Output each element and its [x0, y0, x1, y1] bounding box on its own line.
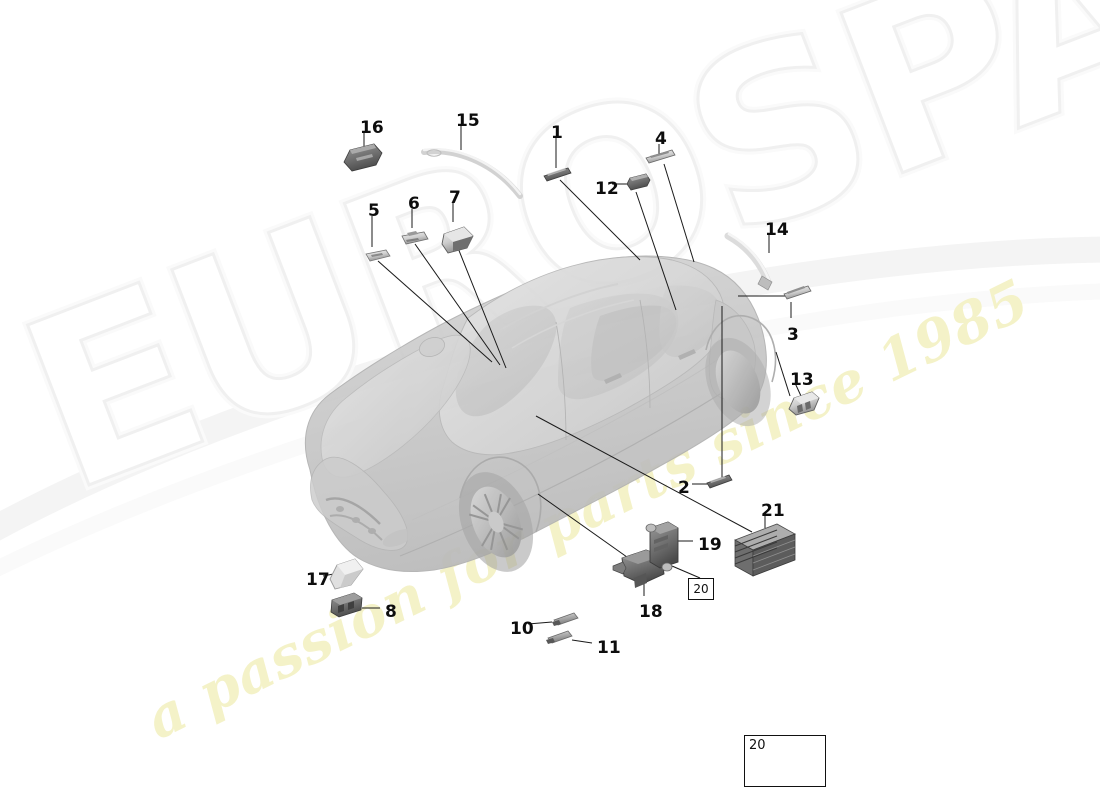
callout-17[interactable]: 17 [306, 570, 330, 590]
part-13-glyph [788, 391, 820, 416]
part-3-glyph [783, 285, 812, 300]
front-wheel [458, 472, 534, 572]
part-19-glyph [645, 521, 679, 572]
callout-5[interactable]: 5 [368, 201, 380, 221]
part-4-glyph [645, 149, 676, 164]
part-6-glyph [401, 231, 429, 245]
callout-19[interactable]: 19 [698, 535, 722, 555]
callout-8[interactable]: 8 [385, 602, 397, 622]
callout-12[interactable]: 12 [595, 179, 619, 199]
part-10-glyph [552, 612, 579, 626]
callout-7[interactable]: 7 [449, 188, 461, 208]
callout-21[interactable]: 21 [761, 501, 785, 521]
part-15-glyph [421, 148, 523, 199]
callout-15[interactable]: 15 [456, 111, 480, 131]
part-2-glyph [706, 474, 733, 489]
callout-11[interactable]: 11 [597, 638, 621, 658]
part-21-glyph [734, 523, 796, 577]
part-glyphs [329, 143, 820, 644]
part-5-glyph [365, 249, 391, 262]
part-7-glyph [441, 226, 474, 254]
part-12-glyph [626, 173, 651, 191]
part-8-glyph [330, 592, 363, 618]
callout-10[interactable]: 10 [510, 619, 534, 639]
legend-box-20[interactable]: 20 [744, 735, 826, 787]
callout-1[interactable]: 1 [551, 123, 563, 143]
part-17-glyph [329, 558, 364, 590]
callout-3[interactable]: 3 [787, 325, 799, 345]
callout-18[interactable]: 18 [639, 602, 663, 622]
index-marker-20-label: 20 [693, 582, 709, 596]
vehicle-body-illustration [304, 255, 777, 572]
callout-6[interactable]: 6 [408, 194, 420, 214]
callout-13[interactable]: 13 [790, 370, 814, 390]
callout-16[interactable]: 16 [360, 118, 384, 138]
callout-4[interactable]: 4 [655, 129, 667, 149]
callout-14[interactable]: 14 [765, 220, 789, 240]
index-marker-20[interactable]: 20 [688, 578, 714, 600]
part-14-glyph [724, 232, 773, 291]
legend-item-number: 20 [749, 738, 766, 753]
part-11-glyph [546, 630, 573, 644]
leader-lines [322, 126, 802, 644]
callout-2[interactable]: 2 [678, 478, 690, 498]
part-16-glyph [343, 143, 383, 172]
part-1-glyph [543, 167, 572, 182]
